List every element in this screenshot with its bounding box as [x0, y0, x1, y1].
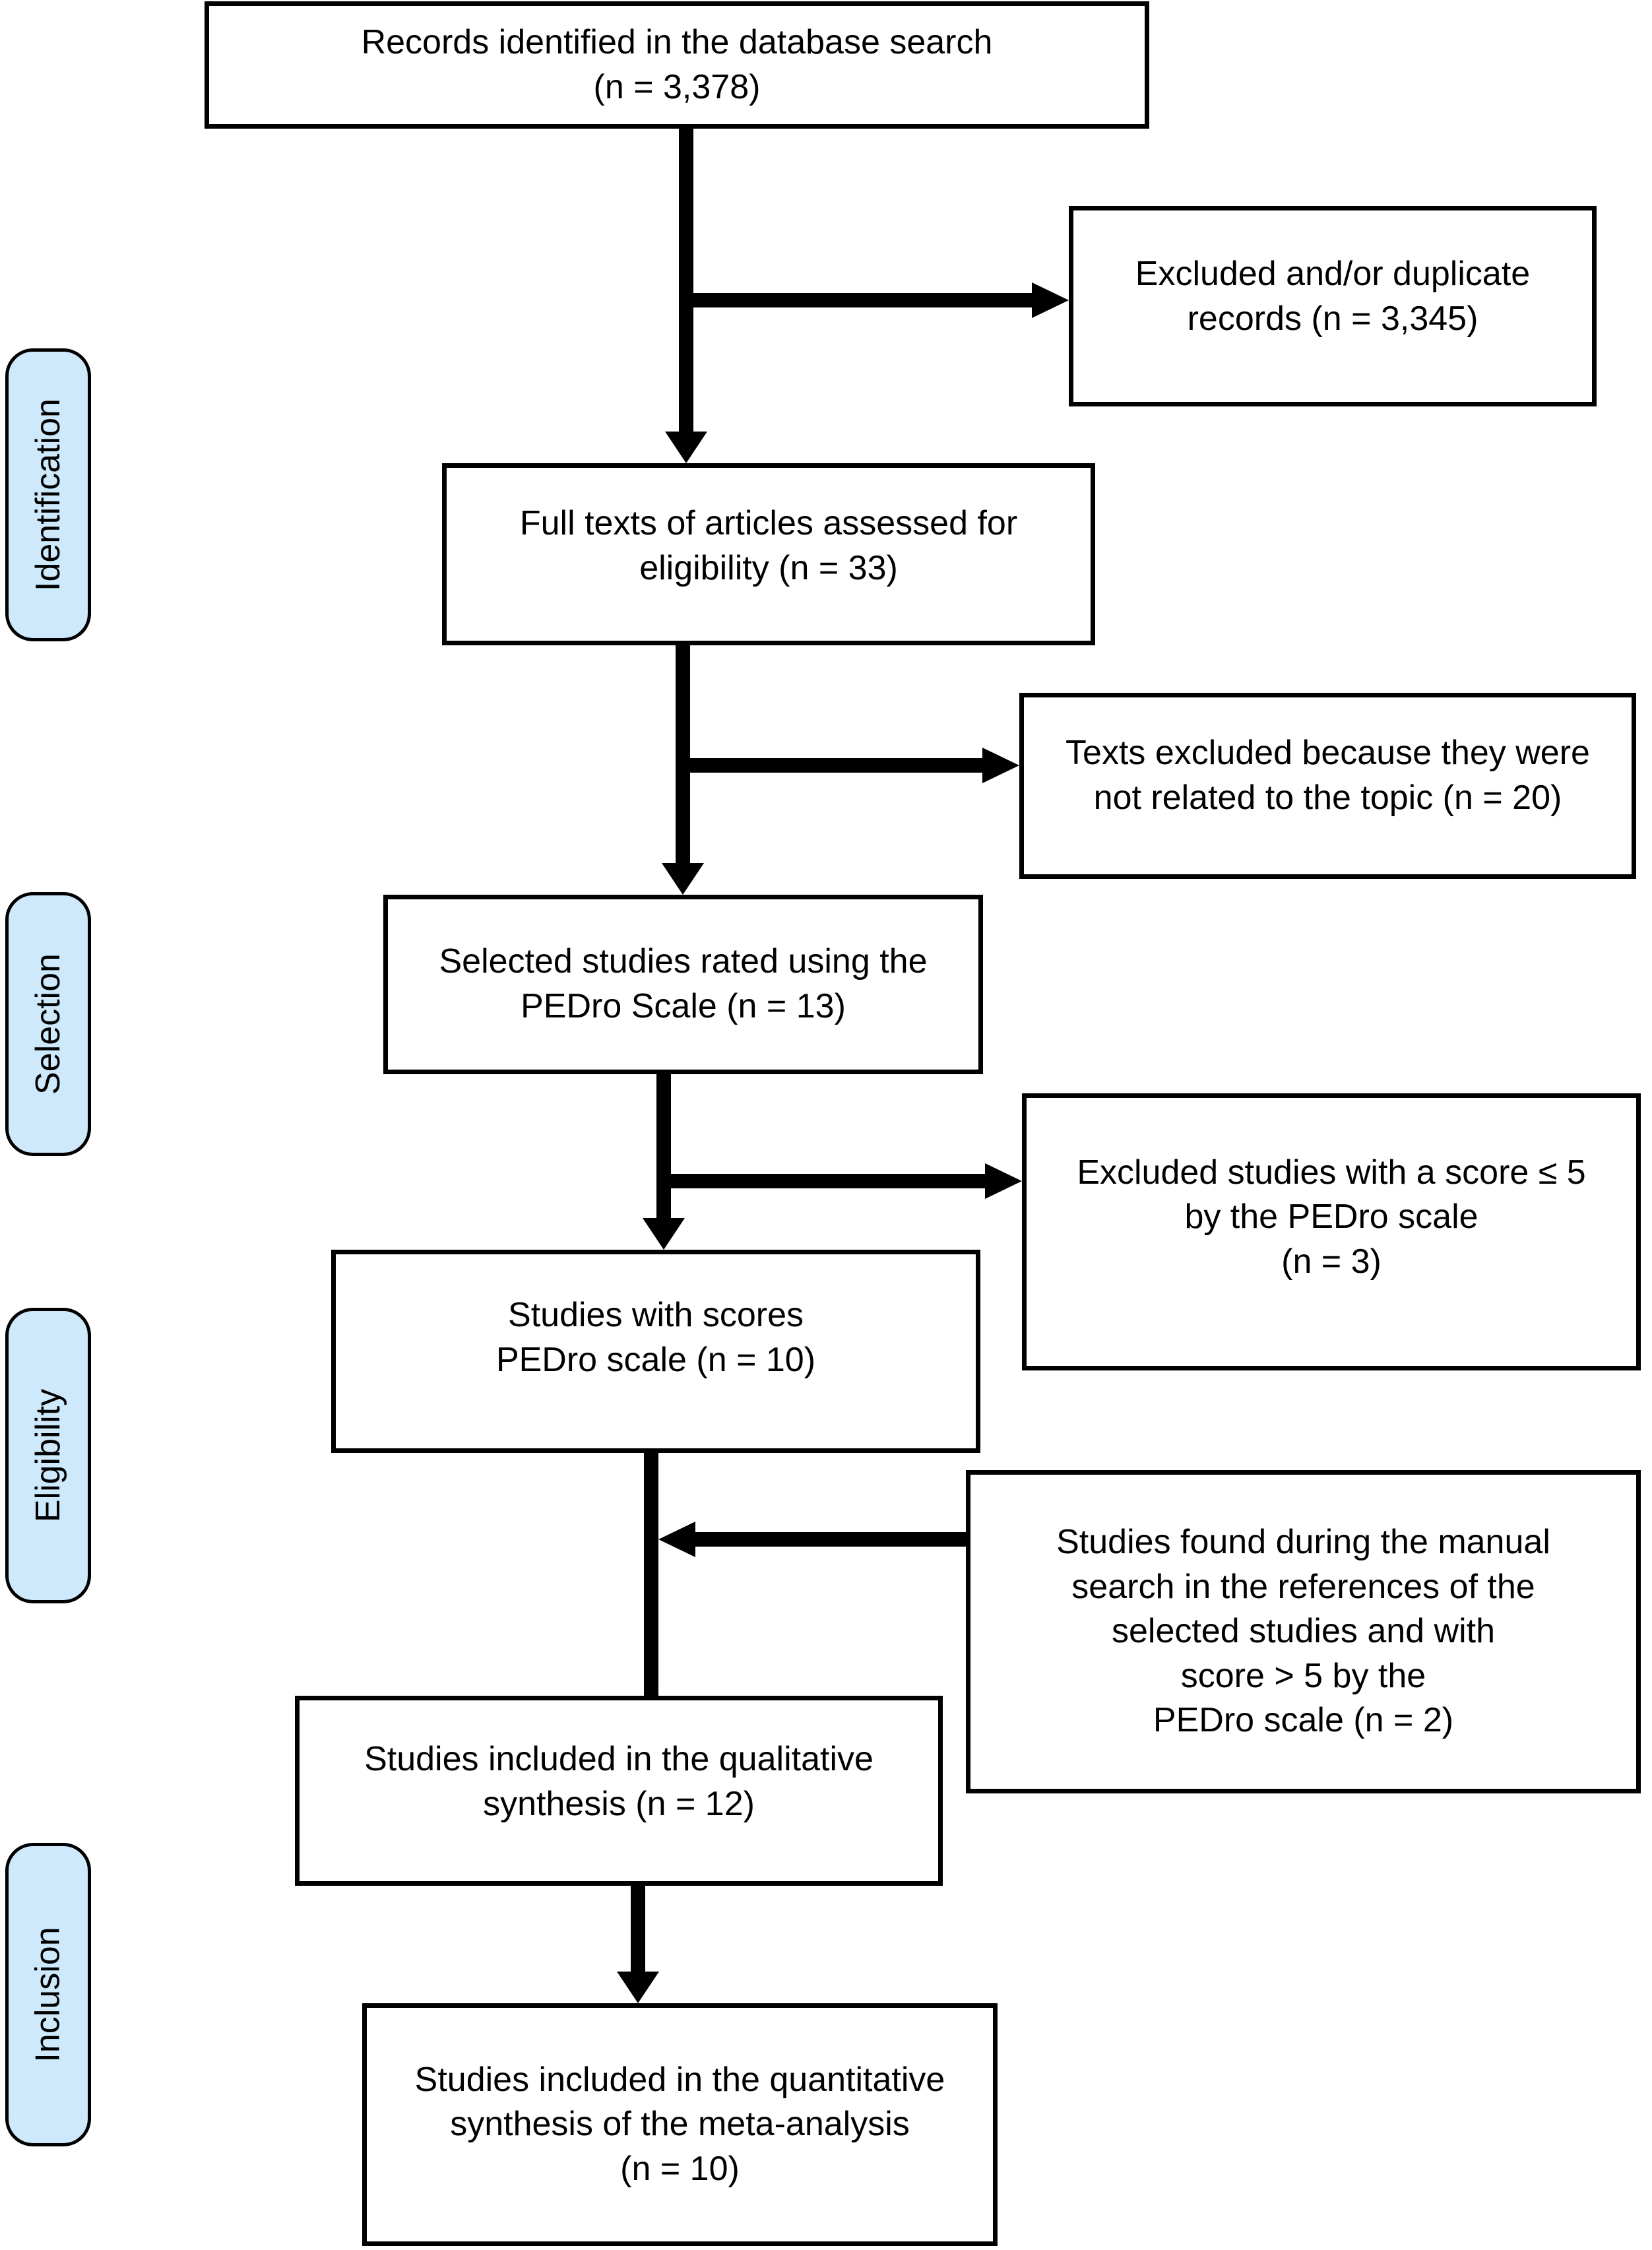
box-texts-excluded-line1: Texts excluded because they were: [1065, 734, 1590, 773]
arrow-qualitative-to-quantitative-stem: [631, 1884, 645, 1973]
stage-identification-label: Identification: [29, 399, 67, 591]
box-full-texts-assessed: Full texts of articles assessed for elig…: [442, 463, 1095, 645]
box-quantitative-line2: synthesis of the meta-analysis: [450, 2105, 910, 2144]
stage-identification: Identification: [5, 348, 91, 641]
stage-inclusion: Inclusion: [5, 1843, 91, 2146]
arrow-to-texts-excluded-head-icon: [982, 748, 1019, 783]
box-manual-search: Studies found during the manual search i…: [966, 1470, 1641, 1793]
arrow-to-excluded-pedro-bar: [656, 1174, 985, 1188]
stage-eligibility: Eligibility: [5, 1308, 91, 1603]
box-selected-pedro-line1: Selected studies rated using the: [439, 942, 928, 981]
box-quantitative-line3: (n = 10): [620, 2149, 740, 2188]
box-full-texts-line1: Full texts of articles assessed for: [519, 504, 1018, 543]
box-selected-pedro: Selected studies rated using the PEDro S…: [383, 895, 983, 1074]
box-excluded-duplicates: Excluded and/or duplicate records (n = 3…: [1069, 206, 1597, 406]
arrow-scores-to-qualitative-stem: [644, 1451, 658, 1697]
box-manual-search-line4: score > 5 by the: [1180, 1656, 1426, 1695]
box-qualitative-line1: Studies included in the qualitative: [364, 1740, 874, 1779]
box-manual-search-line3: selected studies and with: [1111, 1612, 1495, 1651]
stage-selection-label: Selection: [29, 953, 68, 1095]
arrow-selected-to-scores-head-icon: [643, 1218, 685, 1250]
arrow-to-excluded-duplicates-bar: [679, 293, 1033, 307]
box-scores-pedro: Studies with scores PEDro scale (n = 10): [331, 1250, 980, 1453]
box-excluded-pedro: Excluded studies with a score ≤ 5 by the…: [1022, 1093, 1641, 1370]
box-excluded-pedro-line1: Excluded studies with a score ≤ 5: [1077, 1153, 1586, 1192]
arrow-records-to-fulltexts-head-icon: [665, 432, 707, 463]
box-quantitative-synthesis: Studies included in the quantitative syn…: [362, 2003, 998, 2246]
arrow-to-texts-excluded-bar: [676, 758, 985, 773]
arrow-from-manual-search-bar: [695, 1532, 966, 1547]
stage-eligibility-label: Eligibility: [29, 1388, 68, 1523]
arrow-to-excluded-duplicates-head-icon: [1032, 282, 1069, 318]
arrow-selected-to-scores-stem: [656, 1072, 671, 1219]
stage-selection: Selection: [5, 892, 91, 1156]
box-full-texts-line2: eligibility (n = 33): [639, 549, 898, 587]
box-excluded-pedro-line3: (n = 3): [1281, 1242, 1382, 1281]
stage-inclusion-label: Inclusion: [29, 1927, 68, 2063]
box-manual-search-line2: search in the references of the: [1071, 1567, 1535, 1606]
box-scores-pedro-line2: PEDro scale (n = 10): [495, 1341, 816, 1379]
box-texts-excluded: Texts excluded because they were not rel…: [1019, 693, 1636, 879]
box-records-identified: Records identified in the database searc…: [205, 1, 1149, 129]
arrow-qualitative-to-quantitative-head-icon: [617, 1972, 659, 2003]
box-manual-search-line1: Studies found during the manual: [1056, 1523, 1550, 1562]
arrow-to-excluded-pedro-head-icon: [985, 1163, 1022, 1199]
box-excluded-duplicates-line2: records (n = 3,345): [1187, 300, 1478, 338]
box-records-line1: Records identified in the database searc…: [361, 22, 993, 61]
arrow-fulltexts-to-selected-head-icon: [662, 863, 704, 895]
box-selected-pedro-line2: PEDro Scale (n = 13): [521, 987, 846, 1025]
box-texts-excluded-line2: not related to the topic (n = 20): [1093, 779, 1562, 817]
arrow-records-to-fulltexts-stem: [679, 127, 693, 433]
arrow-from-manual-search-head-icon: [658, 1522, 695, 1557]
box-quantitative-line1: Studies included in the quantitative: [414, 2060, 945, 2099]
box-manual-search-line5: PEDro scale (n = 2): [1153, 1701, 1454, 1740]
arrow-fulltexts-to-selected-stem: [676, 644, 690, 864]
box-qualitative-line2: synthesis (n = 12): [483, 1785, 755, 1823]
box-excluded-duplicates-line1: Excluded and/or duplicate: [1135, 255, 1531, 294]
box-scores-pedro-line1: Studies with scores: [508, 1296, 804, 1335]
box-excluded-pedro-line2: by the PEDro scale: [1184, 1198, 1478, 1237]
box-qualitative-synthesis: Studies included in the qualitative synt…: [295, 1696, 943, 1886]
box-records-line2: (n = 3,378): [593, 67, 761, 106]
